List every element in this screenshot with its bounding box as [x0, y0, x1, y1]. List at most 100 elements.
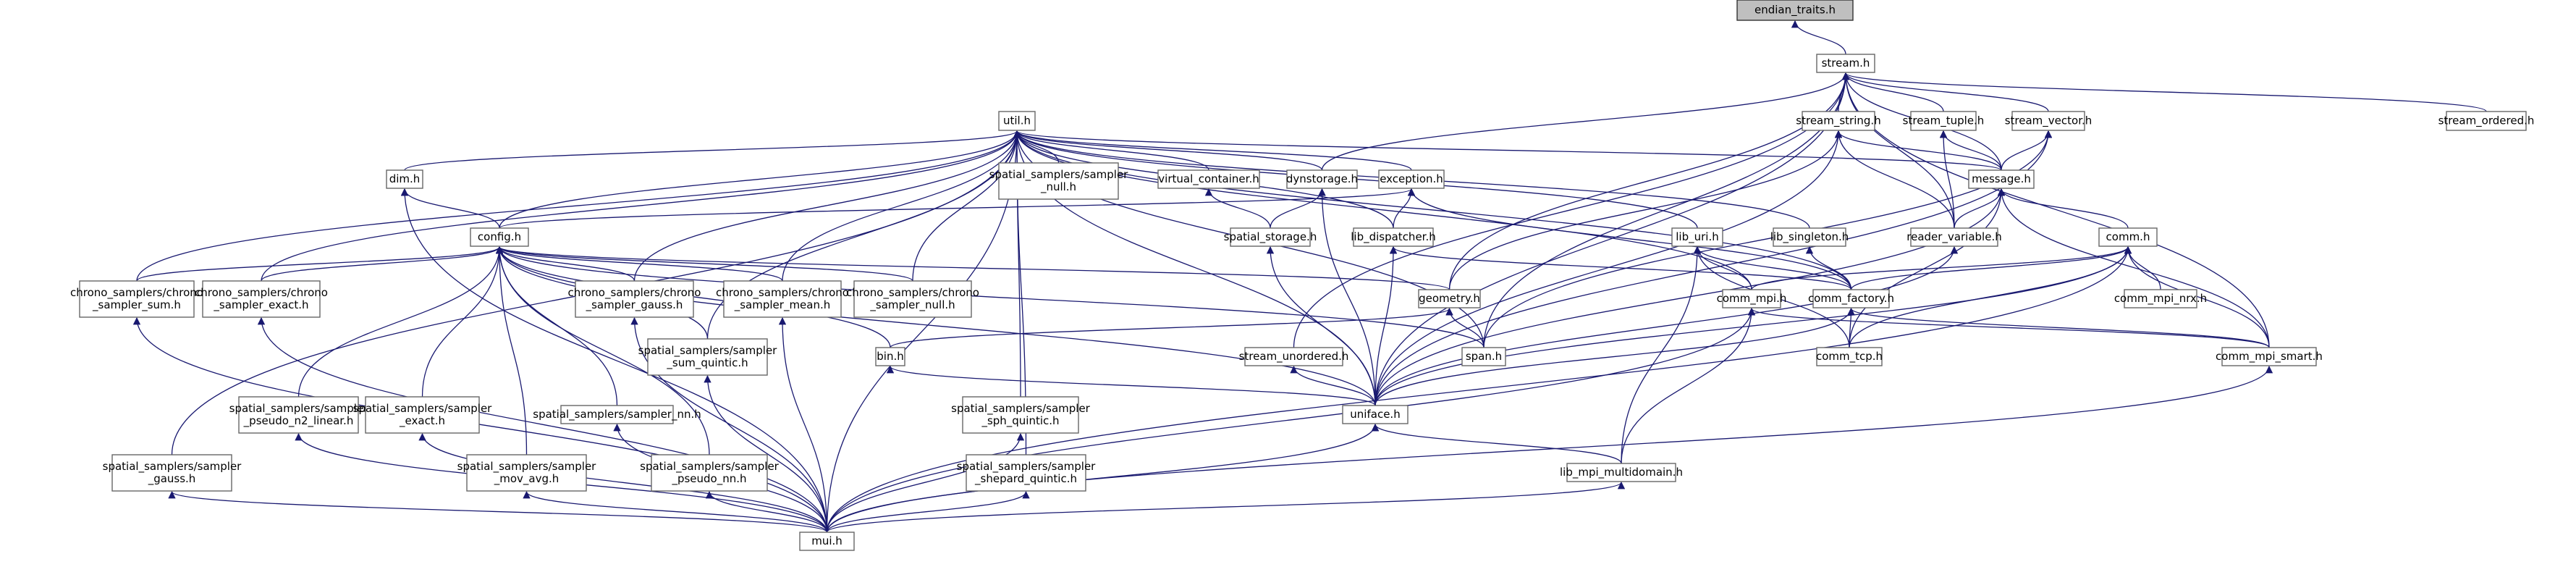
- node-label: chrono_samplers/chrono: [716, 286, 849, 300]
- edge-comm_factory-to-lib_singleton: [1805, 245, 1852, 290]
- edge-spatial_moving_avg-to-config: [495, 245, 528, 455]
- edge-comm_mpi-to-comm: [1751, 245, 2132, 290]
- node-box: [966, 454, 1086, 492]
- node-lib-dispatcher[interactable]: lib_dispatcher.h: [1351, 227, 1436, 247]
- node-label: stream_tuple.h: [1903, 114, 1985, 128]
- node-label: stream_string.h: [1796, 114, 1880, 128]
- node-chrono-sum[interactable]: chrono_samplers/chrono_sampler_sum.h: [70, 280, 203, 318]
- node-label: comm_mpi_smart.h: [2216, 350, 2323, 364]
- node-label: lib_mpi_multidomain.h: [1560, 466, 1683, 479]
- node-spatial-shepard-quintic[interactable]: spatial_samplers/sampler_shepard_quintic…: [957, 454, 1097, 492]
- edge-virtual_container-to-util: [1013, 130, 1209, 171]
- node-lib-uri[interactable]: lib_uri.h: [1671, 227, 1723, 247]
- node-spatial-pseudo-n2-linear[interactable]: spatial_samplers/sampler_pseudo_n2_linea…: [229, 396, 369, 434]
- node-box: [1244, 347, 1343, 366]
- node-lib-singleton[interactable]: lib_singleton.h: [1770, 227, 1849, 247]
- node-geometry[interactable]: geometry.h: [1418, 289, 1481, 308]
- node-chrono-mean[interactable]: chrono_samplers/chrono_sampler_mean.h: [716, 280, 849, 318]
- node-box: [386, 169, 423, 189]
- node-box: [1736, 0, 1854, 21]
- edge-lib_dispatcher-to-exception: [1393, 188, 1416, 229]
- node-reader-variable[interactable]: reader_variable.h: [1906, 227, 2002, 247]
- node-label: spatial_samplers/sampler: [951, 402, 1091, 416]
- edge-mui-to-uniface: [826, 423, 1380, 533]
- edge-reader_variable-to-stream_string: [1834, 130, 1955, 229]
- node-spatial-nn[interactable]: spatial_samplers/sampler_nn.h: [533, 405, 701, 424]
- node-util[interactable]: util.h: [998, 111, 1036, 131]
- edge-message-to-util: [1013, 130, 2002, 171]
- node-label: comm.h: [2106, 230, 2150, 243]
- node-spatial-sph-quintic[interactable]: spatial_samplers/sampler_sph_quintic.h: [951, 396, 1091, 434]
- node-label: virtual_container.h: [1158, 172, 1259, 186]
- node-spatial-null[interactable]: spatial_samplers/sampler_null.h: [989, 162, 1129, 200]
- node-chrono-exact[interactable]: chrono_samplers/chrono_sampler_exact.h: [195, 280, 328, 318]
- edge-uniface-to-lib_dispatcher: [1374, 245, 1398, 406]
- edge-spatial_pseudo_nn-to-config: [495, 245, 710, 455]
- node-stream-vector[interactable]: stream_vector.h: [2005, 111, 2093, 131]
- node-comm-factory[interactable]: comm_factory.h: [1808, 289, 1894, 308]
- node-label: mui.h: [811, 534, 843, 547]
- nodes-layer: endian_traits.h stream.h util.h stream_stri…: [70, 0, 2535, 551]
- node-comm-mpi-nrx[interactable]: comm_mpi_nrx.h: [2114, 289, 2207, 308]
- node-box: [647, 338, 768, 376]
- node-uniface[interactable]: uniface.h: [1342, 405, 1409, 424]
- edge-mui-to-util: [826, 130, 1021, 533]
- edge-comm_mpi_smart-to-comm_mpi: [1748, 307, 2270, 348]
- node-label: dynstorage.h: [1286, 172, 1358, 185]
- node-chrono-null[interactable]: chrono_samplers/chrono_sampler_null.h: [846, 280, 979, 318]
- node-spatial-gauss[interactable]: spatial_samplers/sampler_gauss.h: [103, 454, 242, 492]
- edge-mui-to-spatial_moving_avg: [523, 490, 828, 533]
- node-label: span.h: [1466, 350, 1502, 363]
- edge-spatial_storage-to-virtual_container: [1204, 188, 1271, 229]
- node-comm-mpi[interactable]: comm_mpi.h: [1717, 289, 1787, 308]
- edge-comm_mpi_smart-to-comm_factory: [1847, 307, 2270, 348]
- edge-span-to-config: [495, 245, 1485, 348]
- edge-uniface-to-bin: [887, 365, 1376, 406]
- node-spatial-storage[interactable]: spatial_storage.h: [1224, 227, 1317, 247]
- node-comm-tcp[interactable]: comm_tcp.h: [1816, 347, 1883, 366]
- node-message[interactable]: message.h: [1968, 169, 2035, 189]
- node-comm[interactable]: comm.h: [2098, 227, 2158, 247]
- edge-mui-to-spatial_sum_quintic: [704, 374, 828, 533]
- node-label: comm_factory.h: [1808, 292, 1894, 306]
- node-box: [1378, 169, 1445, 189]
- node-spatial-sum-quintic[interactable]: spatial_samplers/sampler_sum_quintic.h: [638, 338, 778, 376]
- edge-uniface-to-config: [495, 245, 1376, 406]
- node-box: [2446, 111, 2527, 131]
- node-label: _pseudo_n2_linear.h: [243, 414, 354, 428]
- node-bin[interactable]: bin.h: [875, 347, 905, 366]
- node-spatial-pseudo-nn[interactable]: spatial_samplers/sampler_pseudo_nn.h: [640, 454, 780, 492]
- node-chrono-gauss[interactable]: chrono_samplers/chrono_sampler_gauss.h: [568, 280, 701, 318]
- edge-mui-to-lib_mpi_multidomain: [826, 481, 1625, 533]
- node-spatial-moving-avg[interactable]: spatial_samplers/sampler_mov_avg.h: [457, 454, 597, 492]
- node-stream[interactable]: stream.h: [1816, 54, 1875, 73]
- node-dynstorage[interactable]: dynstorage.h: [1286, 169, 1358, 189]
- node-spatial-exact[interactable]: spatial_samplers/sampler_exact.h: [353, 396, 493, 434]
- edge-message-to-stream_string: [1834, 130, 2002, 171]
- node-lib-mpi-multidomain[interactable]: lib_mpi_multidomain.h: [1560, 463, 1683, 482]
- node-config[interactable]: config.h: [470, 227, 529, 247]
- node-mui[interactable]: mui.h: [799, 532, 855, 551]
- node-box: [1157, 169, 1260, 189]
- node-span[interactable]: span.h: [1461, 347, 1506, 366]
- edge-chrono_mean-to-util: [782, 130, 1021, 282]
- node-stream-tuple[interactable]: stream_tuple.h: [1903, 111, 1985, 131]
- node-box: [1910, 111, 1977, 131]
- edge-stream_vector-to-stream: [1841, 72, 2049, 112]
- edge-chrono_null-to-util: [912, 130, 1021, 282]
- edge-config-to-util: [499, 130, 1021, 229]
- node-dim[interactable]: dim.h: [386, 169, 423, 189]
- node-label: spatial_samplers/sampler: [638, 344, 778, 358]
- edge-mui-to-spatial_sph_quintic: [826, 432, 1025, 533]
- node-exception[interactable]: exception.h: [1378, 169, 1445, 189]
- edge-reader_variable-to-stream: [1841, 72, 1955, 229]
- node-endian-traits[interactable]: endian_traits.h: [1736, 0, 1854, 21]
- node-stream-unordered[interactable]: stream_unordered.h: [1239, 347, 1349, 366]
- node-stream-string[interactable]: stream_string.h: [1796, 111, 1881, 131]
- node-comm-mpi-smart[interactable]: comm_mpi_smart.h: [2216, 347, 2323, 366]
- node-box: [1802, 111, 1875, 131]
- node-label: config.h: [478, 230, 521, 243]
- node-box: [998, 162, 1119, 200]
- node-virtual-container[interactable]: virtual_container.h: [1157, 169, 1260, 189]
- node-stream-ordered[interactable]: stream_ordered.h: [2438, 111, 2535, 131]
